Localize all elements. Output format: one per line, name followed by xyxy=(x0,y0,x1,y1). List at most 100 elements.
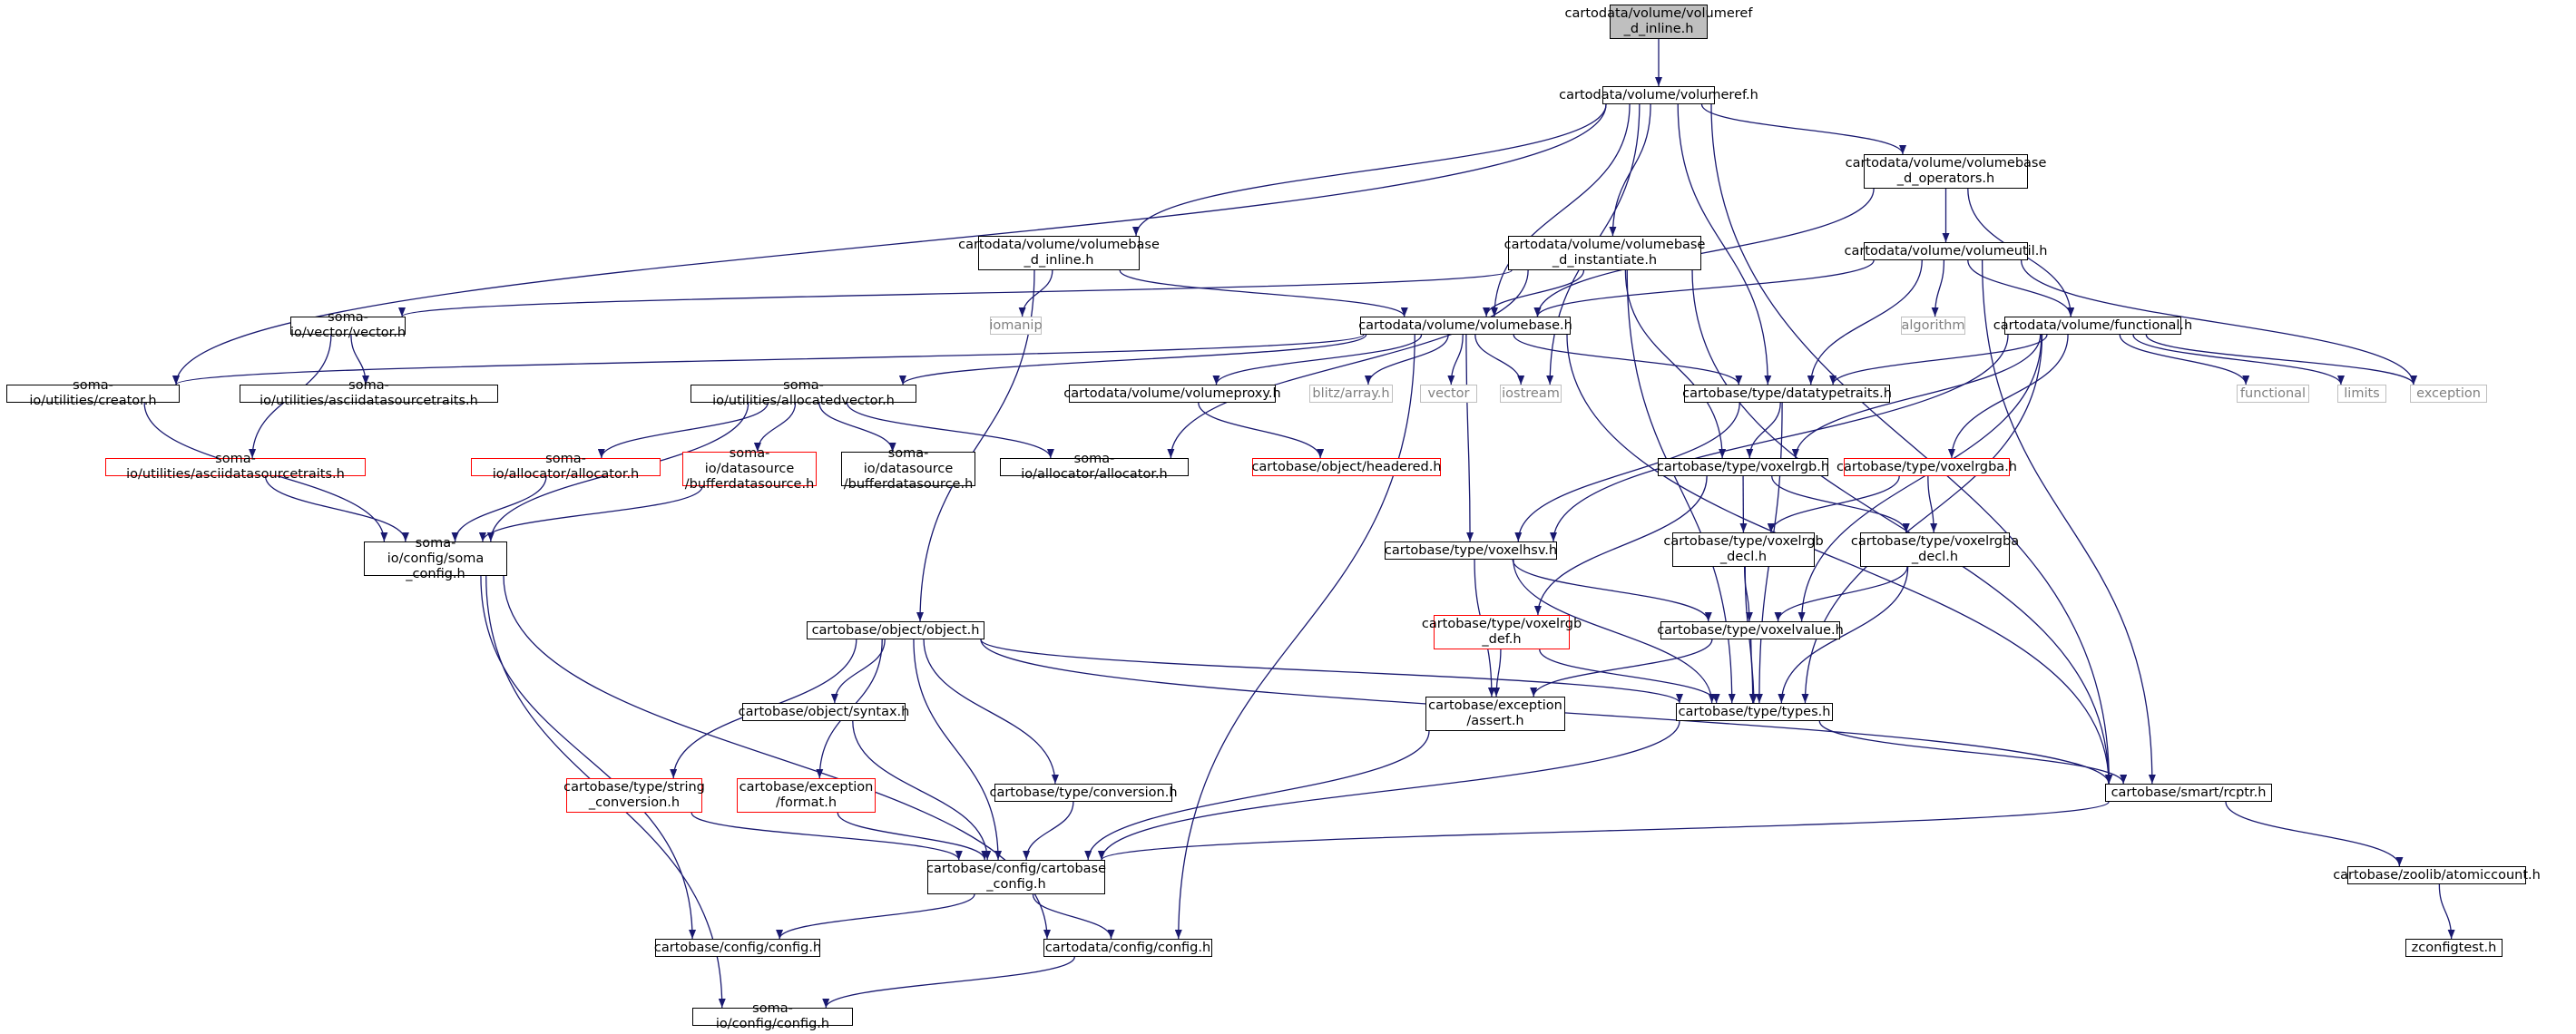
node-vb-ops[interactable]: cartodata/volume/volumebase _d_operators… xyxy=(1846,154,2046,189)
edge-volumebase-to-creator xyxy=(172,334,1365,385)
node-cbconfig-h[interactable]: cartobase/config/config.h xyxy=(654,939,821,957)
edge-assert-to-cbconfig xyxy=(1084,730,1430,861)
edge-volumeutil-to-rcptr xyxy=(1981,259,2156,785)
node-functional-h[interactable]: cartodata/volume/functional.h xyxy=(1993,317,2192,335)
edge-syntax-to-cbconfig xyxy=(852,720,992,861)
edge-volumeutil-to-dtypetraits xyxy=(1807,259,1923,385)
node-vector-h[interactable]: soma-io/vector/vector.h xyxy=(289,310,406,340)
edge-volumeutil-to-exception xyxy=(2020,259,2417,385)
node-voxelrgba[interactable]: cartobase/type/voxelrgba.h xyxy=(1837,458,2017,476)
node-allocvec[interactable]: soma-io/utilities/allocatedvector.h xyxy=(691,378,916,408)
edge-volumeutil-to-functional-h xyxy=(1967,259,2075,317)
edge-cdconfig-to-siconfig xyxy=(822,956,1075,1009)
edge-rcptr-to-atomic xyxy=(2225,801,2404,867)
edge-volumebase-to-volproxy xyxy=(1212,334,1423,385)
node-iomanip: iomanip xyxy=(989,317,1043,335)
node-headered[interactable]: cartobase/object/headered.h xyxy=(1251,458,1442,476)
node-ascii1[interactable]: soma-io/utilities/asciidatasourcetraits.… xyxy=(240,378,498,408)
node-voxelrgb[interactable]: cartobase/type/voxelrgb.h xyxy=(1657,458,1829,476)
edge-volumeref-to-rcptr xyxy=(1710,103,2113,785)
node-voxelvalue[interactable]: cartobase/type/voxelvalue.h xyxy=(1657,621,1844,639)
node-format[interactable]: cartobase/exception /format.h xyxy=(737,778,876,813)
node-rcptr[interactable]: cartobase/smart/rcptr.h xyxy=(2105,784,2272,802)
edge-somaconfig-to-cbconfig-h xyxy=(480,575,697,940)
node-cbconfig[interactable]: cartobase/config/cartobase _config.h xyxy=(926,860,1106,894)
node-syntax[interactable]: cartobase/object/syntax.h xyxy=(739,703,909,721)
node-bufds[interactable]: soma-io/datasource /bufferdatasource.h xyxy=(841,446,975,492)
node-rgb-def[interactable]: cartobase/type/voxelrgb _def.h xyxy=(1422,615,1582,649)
edge-vb-inline-to-iomanip xyxy=(1018,269,1053,317)
edge-functional-h-to-functional xyxy=(2119,334,2250,385)
node-zconfig[interactable]: zconfigtest.h xyxy=(2405,939,2503,957)
node-allocator-red[interactable]: soma-io/allocator/allocator.h xyxy=(471,452,661,482)
node-rgb-decl[interactable]: cartobase/type/voxelrgb _decl.h xyxy=(1663,532,1824,567)
node-vb-inst[interactable]: cartodata/volume/volumebase _d_instantia… xyxy=(1504,236,1705,270)
node-rgba-decl[interactable]: cartobase/type/voxelrgba _decl.h xyxy=(1851,532,2019,567)
edge-volumebase-to-voxelhsv xyxy=(1465,334,1474,542)
edge-vb-inst-to-volumebase xyxy=(1483,269,1585,317)
node-atomic[interactable]: cartobase/zoolib/atomiccount.h xyxy=(2333,866,2541,884)
edge-allocvec-to-bufds-red xyxy=(753,402,797,453)
edge-functional-h-to-voxelrgb xyxy=(1791,334,2042,459)
edge-bufds-red-to-somaconfig xyxy=(478,485,703,542)
node-voxelhsv[interactable]: cartobase/type/voxelhsv.h xyxy=(1385,541,1557,560)
edge-volumeref-to-volumebase xyxy=(1490,103,1631,317)
node-bufds-red[interactable]: soma-io/datasource /bufferdatasource.h xyxy=(682,446,817,492)
edge-volumeref-to-dtypetraits xyxy=(1677,103,1772,385)
node-assert[interactable]: cartobase/exception /assert.h xyxy=(1425,697,1565,731)
edge-voxelhsv-to-types xyxy=(1513,559,1716,704)
edge-allocvec-to-allocator xyxy=(846,402,1054,459)
node-strconv[interactable]: cartobase/type/string _conversion.h xyxy=(563,778,705,813)
edge-volumebase-to-blitz xyxy=(1364,334,1449,385)
edge-volumeref-to-vb-inline xyxy=(1132,103,1607,237)
node-volumeutil[interactable]: cartodata/volume/volumeutil.h xyxy=(1845,242,2048,260)
node-somaconfig[interactable]: soma-io/config/soma _config.h xyxy=(364,536,507,581)
node-siconfig[interactable]: soma-io/config/config.h xyxy=(692,1001,853,1031)
edge-vb-inline-to-volumebase xyxy=(1119,269,1408,317)
node-root[interactable]: cartodata/volume/volumeref _d_inline.h xyxy=(1565,5,1752,39)
edge-volumeref-to-vb-ops xyxy=(1700,103,1906,155)
edge-voxelrgba-to-rgba-decl xyxy=(1927,475,1938,533)
node-dtypetraits[interactable]: cartobase/type/datatypetraits.h xyxy=(1682,385,1892,403)
edge-volumebase-to-dtypetraits xyxy=(1513,334,1743,385)
edge-volumebase-to-rcptr xyxy=(1566,334,2112,785)
edge-volumebase-to-cdconfig xyxy=(1174,334,1415,940)
node-ascii2[interactable]: soma-io/utilities/asciidatasourcetraits.… xyxy=(105,452,366,482)
edge-atomic-to-zconfig xyxy=(2438,883,2455,940)
edge-ascii2-to-somaconfig xyxy=(264,475,409,542)
edge-volumebase-to-allocvec xyxy=(899,334,1367,385)
edge-cbconfig-to-cdconfig xyxy=(1032,893,1115,940)
node-volproxy[interactable]: cartodata/volume/volumeproxy.h xyxy=(1063,385,1281,403)
edge-dtypetraits-to-voxelrgb xyxy=(1746,402,1781,459)
edge-voxelhsv-to-voxelvalue xyxy=(1512,559,1712,622)
node-object[interactable]: cartobase/object/object.h xyxy=(807,621,984,639)
edge-allocvec-to-bufds xyxy=(818,402,896,453)
node-volumeref[interactable]: cartodata/volume/volumeref.h xyxy=(1559,86,1758,104)
edge-functional-h-to-limits xyxy=(2132,334,2345,385)
node-allocator[interactable]: soma-io/allocator/allocator.h xyxy=(1000,452,1189,482)
node-vb-inline[interactable]: cartodata/volume/volumebase _d_inline.h xyxy=(958,236,1160,270)
edge-object-to-conversion xyxy=(923,639,1059,785)
node-creator[interactable]: soma-io/utilities/creator.h xyxy=(6,378,180,408)
node-cdconfig[interactable]: cartodata/config/config.h xyxy=(1043,939,1212,957)
edge-rgb-def-to-types xyxy=(1539,649,1720,704)
edge-vb-inst-to-allocator xyxy=(1167,269,1529,459)
node-conversion[interactable]: cartobase/type/conversion.h xyxy=(989,784,1178,802)
edge-voxelvalue-to-types xyxy=(1749,639,1758,704)
node-types[interactable]: cartobase/type/types.h xyxy=(1676,703,1833,721)
edge-volumebase-to-iostream xyxy=(1474,334,1525,385)
node-vector: vector xyxy=(1420,385,1477,403)
edge-functional-h-to-exception xyxy=(2145,334,2417,385)
edge-rgba-decl-to-voxelvalue xyxy=(1774,566,1908,622)
edge-rgba-decl-to-types xyxy=(1778,566,1909,704)
edge-rgb-def-to-assert xyxy=(1493,649,1502,697)
edge-types-to-cbconfig xyxy=(1098,720,1680,861)
node-limits: limits xyxy=(2337,385,2386,403)
node-volumebase[interactable]: cartodata/volume/volumebase.h xyxy=(1358,317,1572,335)
edge-volumeutil-to-volumebase xyxy=(1533,259,1875,317)
edge-rcptr-to-cbconfig xyxy=(1098,801,2110,861)
edge-voxelrgb-to-rgba-decl xyxy=(1771,475,1910,533)
edge-vb-ops-to-volumebase xyxy=(1533,188,1875,317)
